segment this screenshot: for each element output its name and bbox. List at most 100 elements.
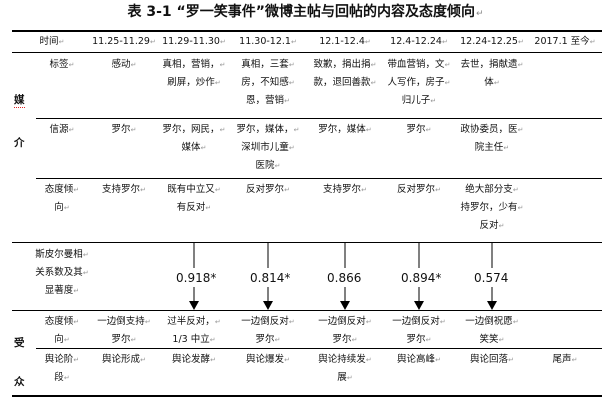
header-col-4: 12.4-12.24↵: [383, 33, 455, 51]
header-col-5: 12.24-12.25↵: [456, 33, 528, 51]
paragraph-mark-icon: ↵: [219, 126, 226, 134]
cell-line: 罗尔: [406, 124, 426, 135]
paragraph-mark-icon: ↵: [288, 61, 295, 69]
correlation-value-4: 0.574: [474, 271, 509, 285]
header-col-0: 11.25-11.29↵: [88, 33, 160, 51]
media-cell-2-3: 支持罗尔↵: [308, 181, 382, 199]
paragraph-mark-icon: ↵: [365, 356, 372, 364]
cell-line: 真相，三套: [241, 59, 289, 70]
cell-line: 持罗尔，少有: [460, 202, 518, 213]
header-col-2: 11.30-12.1↵: [232, 33, 304, 51]
cell-line: 11.29-11.30: [162, 36, 220, 47]
media-side-label-1: 媒: [14, 94, 25, 108]
cell-line: 房，不知感: [241, 77, 289, 88]
paragraph-mark-icon: ↵: [219, 38, 226, 46]
cell-line: 舆论回落: [470, 354, 509, 365]
media-cell-0-5: 去世，捐献遗↵体↵: [455, 56, 529, 92]
cell-line: 绝大部分支: [465, 184, 513, 195]
audience-side-label-2: 众: [14, 376, 25, 388]
audience-cell-0-2: 一边倒反对↵罗尔↵: [231, 313, 305, 349]
cell-line: 笑笑: [479, 334, 499, 345]
audience-cell-0-0: 一边倒支持↵罗尔↵: [87, 313, 161, 349]
header-col-6: 2017.1 至今↵: [529, 33, 601, 51]
paragraph-mark-icon: ↵: [589, 38, 596, 46]
paragraph-mark-icon: ↵: [444, 79, 451, 87]
audience-cell-0-4: 一边倒反对↵罗尔↵: [382, 313, 456, 349]
paragraph-mark-icon: ↵: [274, 336, 281, 344]
paragraph-mark-icon: ↵: [200, 144, 207, 152]
paragraph-mark-icon: ↵: [205, 204, 212, 212]
paragraph-mark-icon: ↵: [288, 144, 295, 152]
cell-line: 标签: [49, 59, 69, 70]
rule-coef: [12, 310, 602, 311]
cell-line: 态度倾: [44, 184, 74, 195]
audience-cell-0-3: 一边倒反对↵罗尔↵: [308, 313, 382, 349]
cell-line: 既有中立又: [167, 184, 215, 195]
audience-cell-1-1: 舆论发酵↵: [157, 351, 231, 369]
cell-line: 罗尔: [255, 334, 275, 345]
cell-line: 致歉，捐出捐: [313, 59, 371, 70]
paragraph-mark-icon: ↵: [512, 186, 519, 194]
cell-line: 一边倒反对: [392, 316, 440, 327]
audience-cell-1-3: 舆论持续发↵展↵: [308, 351, 382, 387]
cell-line: 信源: [49, 124, 69, 135]
paragraph-mark-icon: ↵: [512, 318, 519, 326]
cell-line: 过半反对，: [167, 316, 215, 327]
arrow-head-icon: [340, 301, 350, 310]
paragraph-mark-icon: ↵: [435, 356, 441, 364]
cell-line: 向: [54, 202, 64, 213]
rule-top: [12, 30, 602, 32]
correlation-arrow-1: [263, 243, 273, 310]
cell-line: 舆论形成: [102, 354, 141, 365]
paragraph-mark-icon: ↵: [82, 251, 89, 259]
cell-line: 有反对: [176, 202, 206, 213]
media-cell-2-0: 支持罗尔↵: [87, 181, 161, 199]
paragraph-mark-icon: ↵: [475, 9, 484, 19]
paragraph-mark-icon: ↵: [508, 356, 514, 364]
cell-line: 展: [337, 372, 347, 383]
paragraph-mark-icon: ↵: [73, 287, 80, 295]
cell-line: 12.4-12.24: [390, 36, 442, 47]
media-cell-0-0: 感动↵: [87, 56, 161, 74]
rule-header: [12, 52, 602, 53]
audience-cell-1-2: 舆论爆发↵: [231, 351, 305, 369]
correlation-value-3: 0.894*: [401, 271, 442, 285]
correlation-value-1: 0.814*: [250, 271, 291, 285]
audience-cell-0-1: 过半反对，↵1/3 中立↵: [157, 313, 231, 349]
paragraph-mark-icon: ↵: [63, 204, 70, 212]
cell-line: 媒体: [181, 142, 201, 153]
cell-line: 人写作，房子: [387, 77, 445, 88]
paragraph-mark-icon: ↵: [493, 79, 500, 87]
cell-line: 舆论高峰: [397, 354, 436, 365]
cell-line: 刷屏，炒作: [167, 77, 215, 88]
cell-line: 政协委员，医: [460, 124, 518, 135]
audience-side-label-1: 受: [14, 337, 25, 349]
media-cell-2-1: 既有中立又↵有反对↵: [157, 181, 231, 217]
paragraph-mark-icon: ↵: [214, 318, 221, 326]
cell-line: 1/3 中立: [172, 334, 210, 345]
paragraph-mark-icon: ↵: [517, 126, 524, 134]
paragraph-mark-icon: ↵: [140, 186, 146, 194]
cell-line: 段: [54, 372, 64, 383]
header-time-label: 时间↵: [22, 33, 82, 51]
cell-line: 支持罗尔: [323, 184, 362, 195]
paragraph-mark-icon: ↵: [293, 126, 300, 134]
paragraph-mark-icon: ↵: [364, 38, 371, 46]
paragraph-mark-icon: ↵: [425, 126, 432, 134]
media-cell-2-2: 反对罗尔↵: [231, 181, 305, 199]
audience-cell-1-5: 舆论回落↵: [455, 351, 529, 369]
cell-line: 关系数及其: [35, 267, 83, 278]
cell-line: 反对: [479, 220, 499, 231]
cell-line: 2017.1 至今: [534, 36, 590, 47]
audience-cell-1-0: 舆论形成↵: [87, 351, 161, 369]
header-col-1: 11.29-11.30↵: [158, 33, 230, 51]
paragraph-mark-icon: ↵: [365, 126, 372, 134]
audience-row-label-0: 态度倾↵向↵: [32, 313, 92, 349]
paragraph-mark-icon: ↵: [130, 126, 137, 134]
rule-bottom: [12, 395, 602, 397]
paragraph-mark-icon: ↵: [288, 318, 295, 326]
correlation-arrow-0: [189, 243, 199, 310]
media-cell-1-1: 罗尔，网民，↵媒体↵: [157, 121, 231, 157]
paragraph-mark-icon: ↵: [130, 336, 137, 344]
